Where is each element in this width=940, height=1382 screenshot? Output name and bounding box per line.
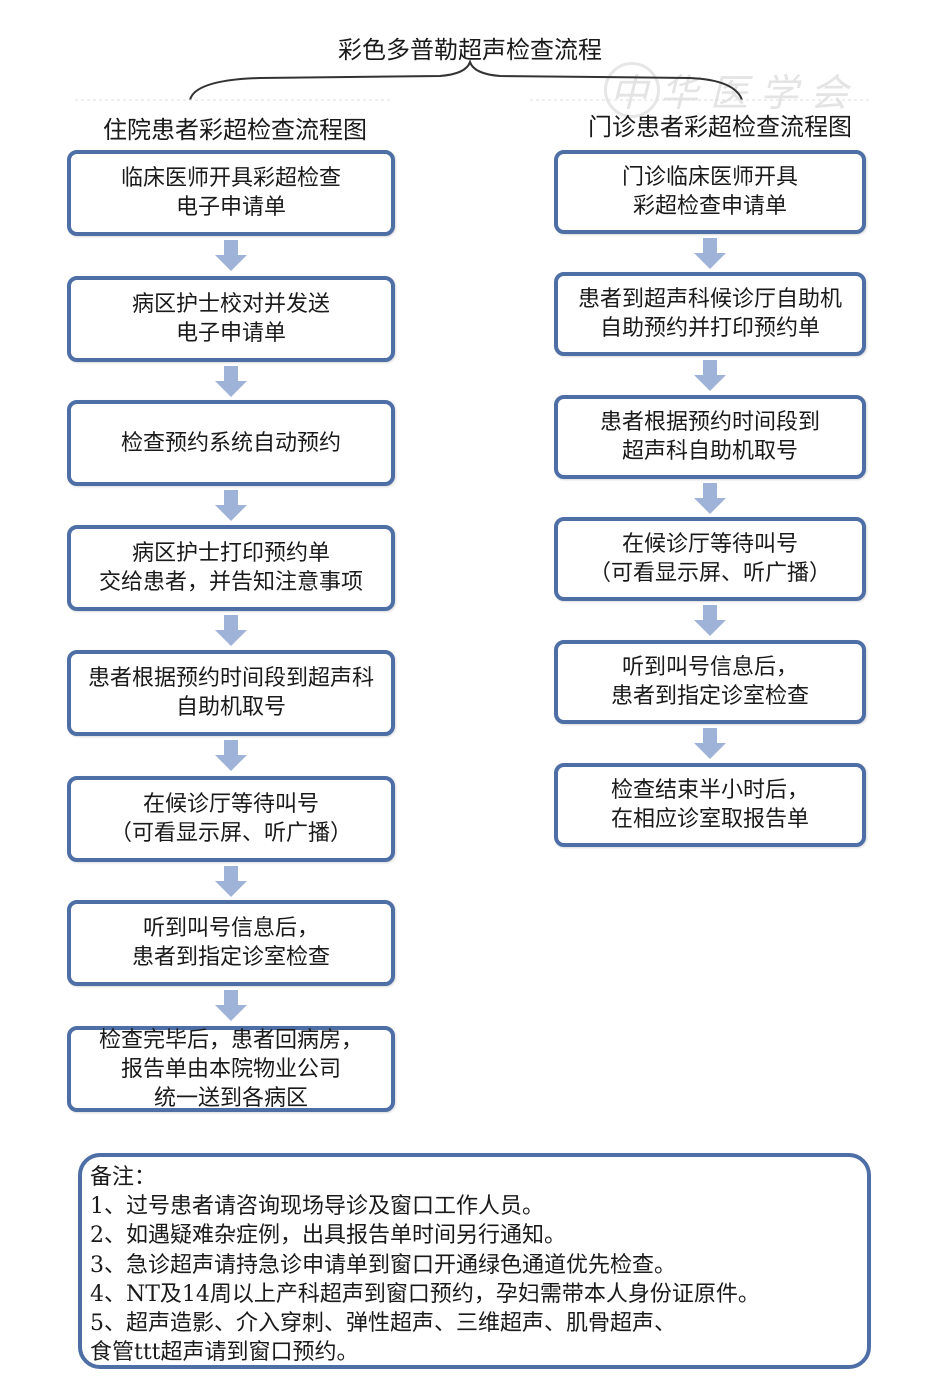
inpatient-step-6: 在候诊厅等待叫号 （可看显示屏、听广播） — [67, 776, 395, 862]
inpatient-step-7: 听到叫号信息后， 患者到指定诊室检查 — [67, 900, 395, 986]
down-arrow-icon — [215, 866, 247, 897]
inpatient-step-2: 病区护士校对并发送 电子申请单 — [67, 276, 395, 362]
inpatient-step-5: 患者根据预约时间段到超声科 自助机取号 — [67, 650, 395, 736]
watermark-seal-icon — [604, 62, 660, 118]
outpatient-step-4: 在候诊厅等待叫号 （可看显示屏、听广播） — [554, 517, 866, 601]
note-line: 食管ttt超声请到窗口预约。 — [90, 1340, 359, 1366]
outpatient-step-5: 听到叫号信息后， 患者到指定诊室检查 — [554, 640, 866, 724]
outpatient-step-6: 检查结束半小时后， 在相应诊室取报告单 — [554, 763, 866, 847]
brace-connector — [75, 58, 870, 101]
inpatient-step-8: 检查完毕后，患者回病房， 报告单由本院物业公司 统一送到各病区 — [67, 1026, 395, 1112]
note-line: 5、超声造影、介入穿刺、弹性超声、三维超声、肌骨超声、 — [90, 1311, 676, 1337]
note-line: 3、急诊超声请持急诊申请单到窗口开通绿色通道优先检查。 — [90, 1252, 676, 1278]
down-arrow-icon — [215, 366, 247, 397]
note-line: 4、NT及14周以上产科超声到窗口预约，孕妇需带本人身份证原件。 — [90, 1281, 760, 1307]
down-arrow-icon — [694, 483, 726, 514]
outpatient-title: 门诊患者彩超检查流程图 — [588, 113, 852, 141]
outpatient-step-1: 门诊临床医师开具 彩超检查申请单 — [554, 150, 866, 234]
down-arrow-icon — [694, 238, 726, 269]
down-arrow-icon — [215, 740, 247, 771]
down-arrow-icon — [694, 728, 726, 759]
inpatient-title: 住院患者彩超检查流程图 — [103, 116, 367, 144]
note-line: 2、如遇疑难杂症例，出具报告单时间另行通知。 — [90, 1223, 566, 1249]
inpatient-step-4: 病区护士打印预约单 交给患者，并告知注意事项 — [67, 525, 395, 611]
down-arrow-icon — [215, 615, 247, 646]
down-arrow-icon — [215, 990, 247, 1021]
note-line: 1、过号患者请咨询现场导诊及窗口工作人员。 — [90, 1194, 544, 1220]
down-arrow-icon — [694, 360, 726, 391]
outpatient-step-2: 患者到超声科候诊厅自助机 自助预约并打印预约单 — [554, 272, 866, 356]
down-arrow-icon — [215, 490, 247, 521]
notes-box: 备注： 1、过号患者请咨询现场导诊及窗口工作人员。 2、如遇疑难杂症例，出具报告… — [78, 1153, 871, 1369]
down-arrow-icon — [694, 605, 726, 636]
inpatient-step-1: 临床医师开具彩超检查 电子申请单 — [67, 150, 395, 236]
down-arrow-icon — [215, 240, 247, 271]
inpatient-step-3: 检查预约系统自动预约 — [67, 400, 395, 486]
notes-heading: 备注： — [90, 1165, 157, 1190]
outpatient-step-3: 患者根据预约时间段到 超声科自助机取号 — [554, 395, 866, 479]
